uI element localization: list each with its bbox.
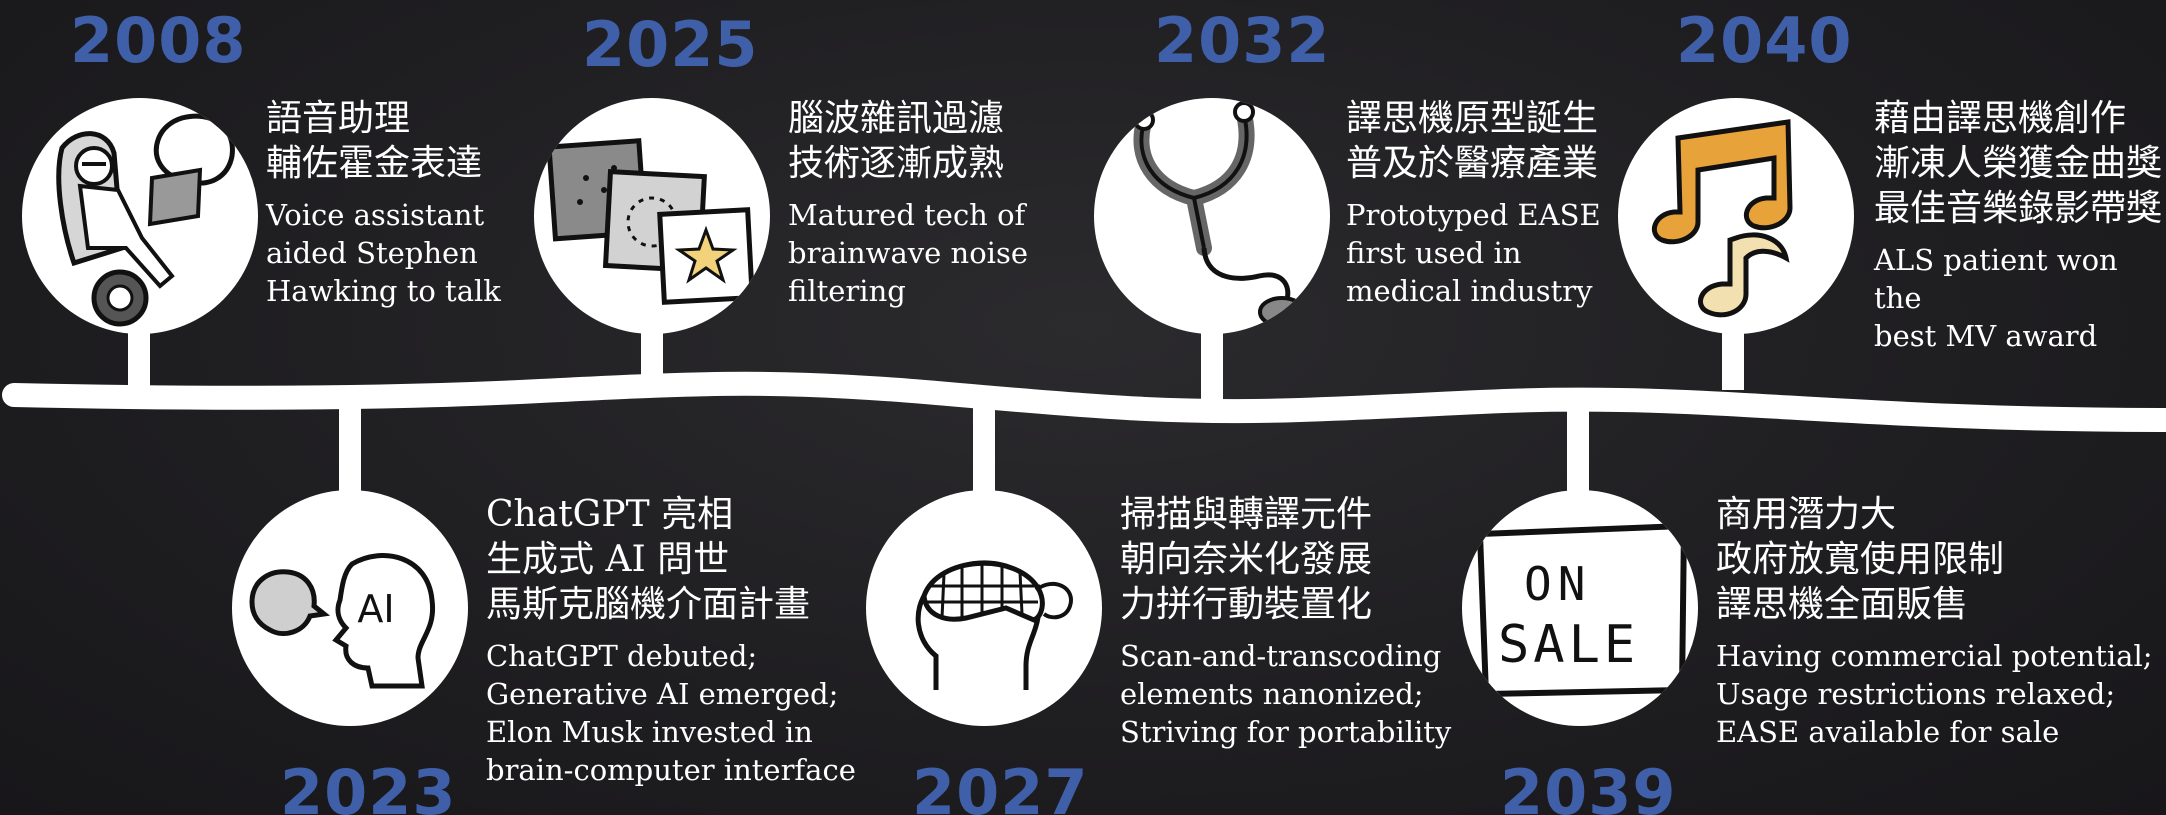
event-desc-en: Having commercial potential; Usage restr… <box>1716 639 2153 749</box>
brain-cap-icon <box>915 560 1073 690</box>
year-label: 2039 <box>1500 756 1677 815</box>
music-notes-icon <box>1651 119 1793 318</box>
event-circle-2040 <box>1618 98 1854 334</box>
event-title-zh: 掃描與轉譯元件 朝向奈米化發展 力拼行動裝置化 <box>1120 494 1373 625</box>
event-title-zh: 腦波雜訊過濾 技術逐漸成熟 <box>788 98 1005 184</box>
svg-text:AI: AI <box>357 587 394 631</box>
event-circle-2032 <box>1094 98 1330 334</box>
event-text-2008: 語音助理 輔佐霍金表達 Voice assistant aided Stephe… <box>266 96 501 310</box>
svg-text:ON: ON <box>1524 557 1591 611</box>
event-circle-2008 <box>22 98 258 334</box>
year-label: 2032 <box>1154 4 1331 77</box>
year-label: 2025 <box>582 8 759 81</box>
event-title-zh: ChatGPT 亮相 生成式 AI 問世 馬斯克腦機介面計畫 <box>486 494 811 625</box>
event-text-2032: 譯思機原型誕生 普及於醫療產業 Prototyped EASE first us… <box>1346 96 1601 310</box>
event-circle-2025 <box>534 98 770 334</box>
event-title-zh: 譯思機原型誕生 普及於醫療產業 <box>1346 98 1599 184</box>
timeline-line <box>2 371 2166 432</box>
event-text-2027: 掃描與轉譯元件 朝向奈米化發展 力拼行動裝置化 Scan-and-transco… <box>1120 492 1451 751</box>
event-title-zh: 語音助理 輔佐霍金表達 <box>266 98 483 184</box>
event-text-2025: 腦波雜訊過濾 技術逐漸成熟 Matured tech of brainwave … <box>788 96 1028 310</box>
svg-text:SALE: SALE <box>1498 615 1639 675</box>
event-desc-en: Voice assistant aided Stephen Hawking to… <box>266 198 501 308</box>
event-title-zh: 藉由譯思機創作 漸凍人榮獲金曲獎 最佳音樂錄影帶獎 <box>1874 98 2163 229</box>
year-label: 2023 <box>280 756 457 815</box>
event-desc-en: Prototyped EASE first used in medical in… <box>1346 198 1601 308</box>
year-label: 2040 <box>1676 4 1853 77</box>
event-text-2023: ChatGPT 亮相 生成式 AI 問世 馬斯克腦機介面計畫 ChatGPT d… <box>486 492 856 789</box>
hawking-wheelchair-icon <box>56 113 235 327</box>
event-circle-2039: ON SALE <box>1462 490 1698 726</box>
event-desc-en: ALS patient won the best MV award <box>1874 243 2118 353</box>
event-title-zh: 商用潛力大 政府放寬使用限制 譯思機全面販售 <box>1716 494 2005 625</box>
ai-head-icon: AI <box>249 553 436 689</box>
event-text-2039: 商用潛力大 政府放寬使用限制 譯思機全面販售 Having commercial… <box>1716 492 2153 751</box>
year-label: 2008 <box>70 4 247 77</box>
year-label: 2027 <box>912 756 1089 815</box>
event-desc-en: Matured tech of brainwave noise filterin… <box>788 198 1029 308</box>
event-circle-2023: AI <box>232 490 468 726</box>
filtered-cards-icon <box>546 138 755 305</box>
stethoscope-icon <box>1133 101 1306 328</box>
event-desc-en: Scan-and-transcoding elements nanonized;… <box>1120 639 1452 749</box>
event-circle-2027 <box>866 490 1102 726</box>
event-desc-en: ChatGPT debuted; Generative AI emerged; … <box>486 639 856 787</box>
event-text-2040: 藉由譯思機創作 漸凍人榮獲金曲獎 最佳音樂錄影帶獎 ALS patient wo… <box>1874 96 2166 355</box>
on-sale-sign-icon: ON SALE <box>1476 522 1688 698</box>
